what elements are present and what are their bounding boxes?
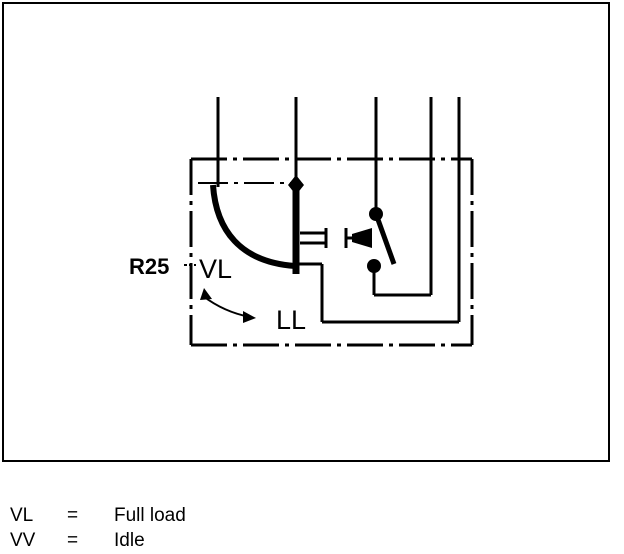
full-load-label: VL — [199, 254, 232, 284]
legend-description: Idle — [114, 530, 145, 551]
outer-frame — [2, 2, 610, 462]
legend-row-full-load: VL = Full load — [10, 503, 410, 528]
arrow-head-end — [243, 311, 256, 323]
diagram-frame: R25 VL LL — [2, 2, 610, 462]
idle-label: LL — [276, 305, 306, 335]
resistor-label: R25 — [129, 254, 169, 279]
arrow-head-start — [200, 288, 212, 300]
legend-row-idle: VV = Idle — [10, 528, 410, 553]
lead-wires — [216, 97, 461, 322]
legend-abbr: VL — [10, 505, 34, 526]
legend-description: Full load — [114, 505, 186, 526]
legend-abbr: VV — [10, 530, 36, 551]
wiper-connection — [296, 262, 459, 324]
wiper-pivot — [288, 175, 304, 195]
switch-contacts — [352, 207, 431, 297]
resistor-track — [210, 184, 296, 269]
wiring-diagram: R25 VL LL — [2, 2, 610, 462]
legend-equals: = — [67, 530, 79, 551]
switch-housing — [189, 157, 474, 347]
legend-equals: = — [67, 505, 79, 526]
legend: VL = Full load VV = Idle — [10, 503, 410, 553]
